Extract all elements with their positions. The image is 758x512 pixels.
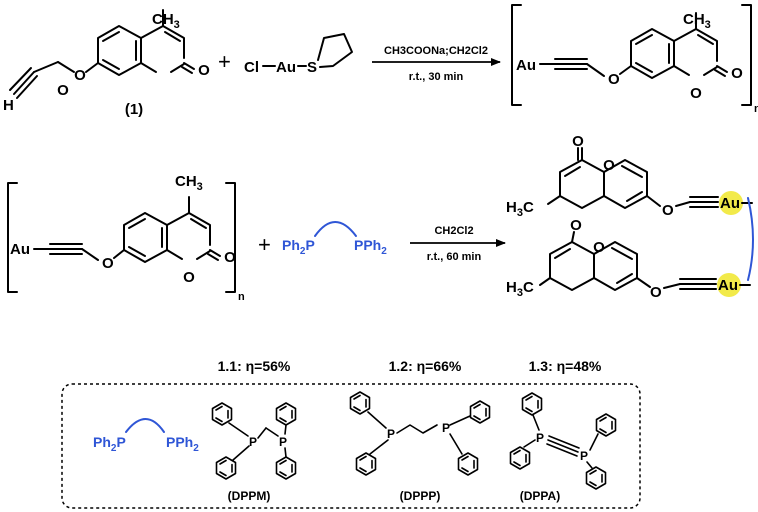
- dppp-p2: P: [442, 421, 450, 435]
- ligand-dppm: P P (DPPM): [211, 402, 297, 503]
- diphosphine-ligand: Ph2P PPh2: [282, 221, 387, 257]
- ether-oxygen: O: [74, 67, 86, 84]
- reactant-gold-alkynyl-polymer: Au O O O CH3 n: [7, 173, 245, 303]
- conditions-1-bottom: r.t., 30 min: [409, 71, 464, 83]
- plus-sign-2: +: [258, 232, 271, 257]
- polymer-index-n: n: [754, 103, 758, 115]
- ligand-dppp: P P (DPPP): [349, 391, 491, 503]
- upper-h3c: H3C: [506, 199, 534, 219]
- dppa-name: (DPPA): [520, 489, 560, 503]
- ligand-dppa: P P (DPPA): [509, 392, 617, 503]
- sulfur-atom: S: [307, 59, 317, 76]
- reactant-propargyl-coumarin: O O CH3 O H (1): [3, 9, 210, 118]
- dppm-p2: P: [279, 435, 287, 449]
- terminal-hydrogen: H: [3, 97, 14, 114]
- product-carbonyl-oxygen: O: [731, 65, 743, 82]
- yield-dppa: 1.3: η=48%: [529, 358, 602, 374]
- dppp-p1: P: [387, 427, 395, 441]
- upper-gold-atom: Au: [720, 195, 740, 212]
- product-methyl: CH3: [683, 11, 711, 31]
- dppa-p1: P: [536, 431, 544, 445]
- product-ring-oxygen: O: [690, 85, 702, 102]
- ligand-right-pph2: PPh2: [354, 237, 387, 257]
- methyl-group: CH3: [152, 11, 180, 31]
- generic-left-ph2p: Ph2P: [93, 434, 126, 454]
- polymer-ether-oxygen: O: [102, 255, 114, 272]
- reaction-arrow-1: CH3COONa;CH2Cl2 r.t., 30 min: [372, 45, 501, 83]
- plus-sign-1: +: [218, 49, 231, 74]
- product-ether-oxygen: O: [608, 71, 620, 88]
- lower-gold-atom: Au: [718, 277, 738, 294]
- ligand-left-ph2p: Ph2P: [282, 237, 315, 257]
- upper-ether-oxygen: O: [662, 202, 674, 219]
- carbonyl-oxygen: O: [198, 62, 210, 79]
- conditions-2-bottom: r.t., 60 min: [427, 251, 482, 263]
- reaction-arrow-2: CH2Cl2 r.t., 60 min: [410, 225, 506, 263]
- lower-ring-oxygen: O: [593, 239, 605, 256]
- reagent-gold-thf: Cl Au S: [244, 33, 353, 76]
- reactant-label: (1): [125, 101, 143, 118]
- lower-ether-oxygen: O: [650, 284, 662, 301]
- lower-carbonyl-oxygen: O: [570, 217, 582, 234]
- dppa-p2: P: [580, 449, 588, 463]
- dppm-name: (DPPM): [228, 489, 271, 503]
- upper-carbonyl-oxygen: O: [572, 133, 584, 150]
- gold-atom: Au: [276, 59, 296, 76]
- generic-diphosphine: Ph2P PPh2: [93, 418, 199, 454]
- yield-dppm: 1.1: η=56%: [218, 358, 291, 374]
- upper-ring-oxygen: O: [603, 157, 615, 174]
- polymer-index-n-2: n: [238, 291, 245, 303]
- chlorine-atom: Cl: [244, 59, 259, 76]
- conditions-2-top: CH2Cl2: [434, 225, 473, 237]
- dppp-name: (DPPP): [400, 489, 441, 503]
- ring-oxygen: O: [57, 82, 69, 99]
- polymer-methyl: CH3: [175, 173, 203, 193]
- polymer-ring-oxygen: O: [183, 269, 195, 286]
- ligand-box: [61, 383, 641, 509]
- dppm-p1: P: [249, 435, 257, 449]
- polymer-gold-atom: Au: [10, 241, 30, 258]
- product-gold-atom: Au: [516, 57, 536, 74]
- yield-dppp: 1.2: η=66%: [389, 358, 462, 374]
- lower-h3c: H3C: [506, 279, 534, 299]
- upper-gold-highlight: [719, 191, 743, 215]
- conditions-1-top: CH3COONa;CH2Cl2: [384, 45, 488, 57]
- generic-right-pph2: PPh2: [166, 434, 199, 454]
- product-gold-alkynyl-polymer: Au O O O CH3 n: [511, 4, 758, 115]
- lower-gold-highlight: [717, 273, 741, 297]
- polymer-carbonyl-oxygen: O: [224, 249, 236, 266]
- product-dinuclear-gold-complex: O O H3C O Au O O H3C O Au: [506, 133, 754, 301]
